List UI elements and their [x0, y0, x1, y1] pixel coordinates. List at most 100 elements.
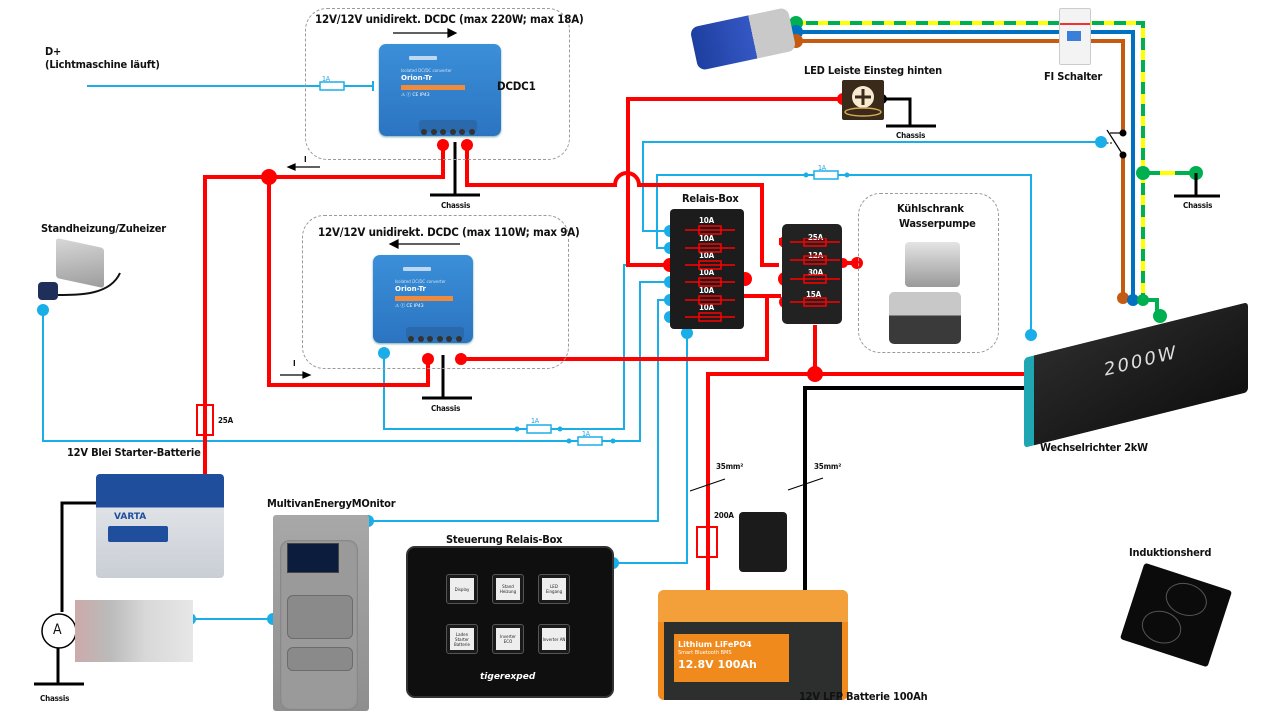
starter-battery-image: VARTA	[96, 474, 224, 578]
dcdc1-chassis-label: Chassis	[441, 201, 471, 210]
node-dcdc1-out	[461, 139, 473, 151]
d-plus-sublabel: (Lichtmaschine läuft)	[45, 58, 160, 71]
cable-size-red-label: 35mm²	[716, 462, 744, 471]
energy-monitor-label: MultivanEnergyMOnitor	[267, 497, 396, 510]
positive-wiring	[203, 97, 1040, 600]
monitor-button-top	[287, 595, 353, 639]
relay-fuse-6: 10A	[699, 303, 714, 312]
fuse-1a-dcdc2	[514, 424, 563, 434]
pump-label: Wasserpumpe	[899, 217, 976, 230]
fuse-1a-top	[803, 170, 850, 180]
dcdc2-chassis-label: Chassis	[431, 404, 461, 413]
ac-neutral-wire	[796, 30, 1135, 298]
fridge-pump-group	[858, 193, 999, 353]
control-key-1: Display	[446, 574, 478, 604]
inverter-label: Wechselrichter 2kW	[1040, 441, 1148, 454]
starter-battery-label: 12V Blei Starter-Batterie	[67, 446, 201, 459]
current-label-top: I	[304, 155, 307, 164]
current-label-bottom: I	[293, 359, 296, 368]
inverter-image: 2000W	[1018, 290, 1248, 448]
dcdc2-title: 12V/12V unidirekt. DCDC (max 110W; max 9…	[318, 225, 580, 239]
relay-fuse-4: 10A	[699, 268, 714, 277]
dcdc2-input-wire	[267, 177, 430, 387]
fuse-1a-dcdc2-label: 1A	[531, 417, 539, 425]
fuse-block-30a: 30A	[808, 268, 823, 277]
control-key-2: Stand Heizung	[492, 574, 524, 604]
monitor-screen	[287, 543, 339, 573]
dcdc2-group	[302, 215, 569, 369]
node-dcdc2-out	[455, 353, 467, 365]
arrow-i-bottom-head	[302, 371, 312, 379]
dcdc1-group	[305, 8, 570, 160]
fi-switch-label: FI Schalter	[1044, 70, 1103, 83]
node-main-junction	[807, 366, 823, 382]
relay-fuse-3: 10A	[699, 251, 714, 260]
relay-to-box-wire	[656, 195, 670, 249]
fuse-block-image	[782, 224, 842, 324]
control-panel-label: Steuerung Relais-Box	[446, 533, 563, 546]
dcdc1-converter-image: Isolated DC/DC converter Orion-Tr ⚠ ⓒ CE…	[379, 44, 501, 136]
node-heater	[37, 304, 49, 316]
led-reel-icon	[844, 86, 882, 117]
starter-negative-wire	[60, 501, 110, 612]
circuit-breaker-200a-image	[739, 512, 787, 572]
node-switch	[1095, 136, 1107, 148]
control-key-3: LED Eingang	[538, 574, 570, 604]
led-strip-label: LED Leiste Einsteg hinten	[804, 64, 942, 77]
fuse-block-15a: 15A	[806, 290, 821, 299]
control-key-6: Inverter AN	[538, 624, 570, 654]
arrow-i-top-head	[286, 163, 296, 171]
inverter-live-node	[1117, 292, 1129, 304]
fuse-1a-top-label: 1A	[818, 164, 826, 172]
relay-fuse-1: 10A	[699, 216, 714, 225]
lfp-positive-wire	[706, 372, 815, 600]
earth-chassis-label: Chassis	[1183, 201, 1213, 210]
node-dcdc2-remote	[378, 347, 390, 359]
fi-switch-image	[1059, 8, 1091, 65]
relay-box-label: Relais-Box	[682, 192, 739, 205]
fridge-image	[889, 292, 961, 344]
relay-fuse-2: 10A	[699, 234, 714, 243]
ac-live-wire	[796, 39, 1125, 132]
lfp-battery-label: 12V LFP Batterie 100Ah	[799, 690, 928, 703]
relay-fuse-5: 10A	[699, 286, 714, 295]
fuse-1a-heater-label: 1A	[582, 430, 590, 438]
monitor-button-bottom	[287, 647, 353, 671]
led-chassis-label: Chassis	[896, 131, 926, 140]
starter-battery-positive	[203, 145, 445, 480]
heater-connector-image	[38, 282, 58, 300]
node-dcdc1-in	[437, 139, 449, 151]
dcdc2-converter-image: Isolated DC/DC converter Orion-Tr ⚠ ⓒ CE…	[373, 255, 473, 343]
led-ground	[882, 97, 912, 125]
cable-size-black-label: 35mm²	[814, 462, 842, 471]
switch-blade	[1106, 129, 1124, 156]
arrow-dcdc2-dir-head	[388, 239, 399, 249]
control-panel-wire	[613, 333, 688, 564]
arrow-dcdc1-dir-head	[447, 28, 458, 38]
d-plus-label: D+	[45, 45, 62, 58]
heater-label: Standheizung/Zuheizer	[41, 222, 166, 235]
node-fridge	[851, 257, 863, 269]
ac-wiring	[789, 16, 1220, 323]
led-positive-wire	[626, 97, 843, 267]
inverter-case-earth-node	[1153, 309, 1167, 323]
led-strip-image	[842, 80, 884, 120]
fuse-200a-label: 200A	[714, 511, 734, 520]
fuse-block-symbols	[790, 238, 840, 307]
energy-monitor-image	[273, 515, 369, 711]
inverter-earth-node	[1137, 294, 1149, 306]
fuse-1a-dplus	[319, 81, 345, 91]
ac-earth-wire-lower	[1141, 173, 1159, 315]
current-arrows	[280, 28, 460, 379]
lfp-battery-image: Lithium LiFePO4 Smart Bluetooth BMS 12.8…	[658, 590, 848, 700]
heater-cable	[57, 272, 121, 296]
ground-wiring	[34, 97, 1040, 686]
fuse-25a-symbol	[196, 404, 214, 436]
fuse-1a-dplus-label: 1A	[322, 75, 330, 83]
cable-annotation-red	[689, 478, 726, 492]
ac-earth-wire-stripe	[796, 21, 1145, 173]
dcdc1-title: 12V/12V unidirekt. DCDC (max 220W; max 1…	[315, 12, 584, 26]
fuse-1a-heater	[566, 436, 616, 446]
node-starter-junction	[261, 169, 277, 185]
node-relay-bottom	[681, 327, 693, 339]
